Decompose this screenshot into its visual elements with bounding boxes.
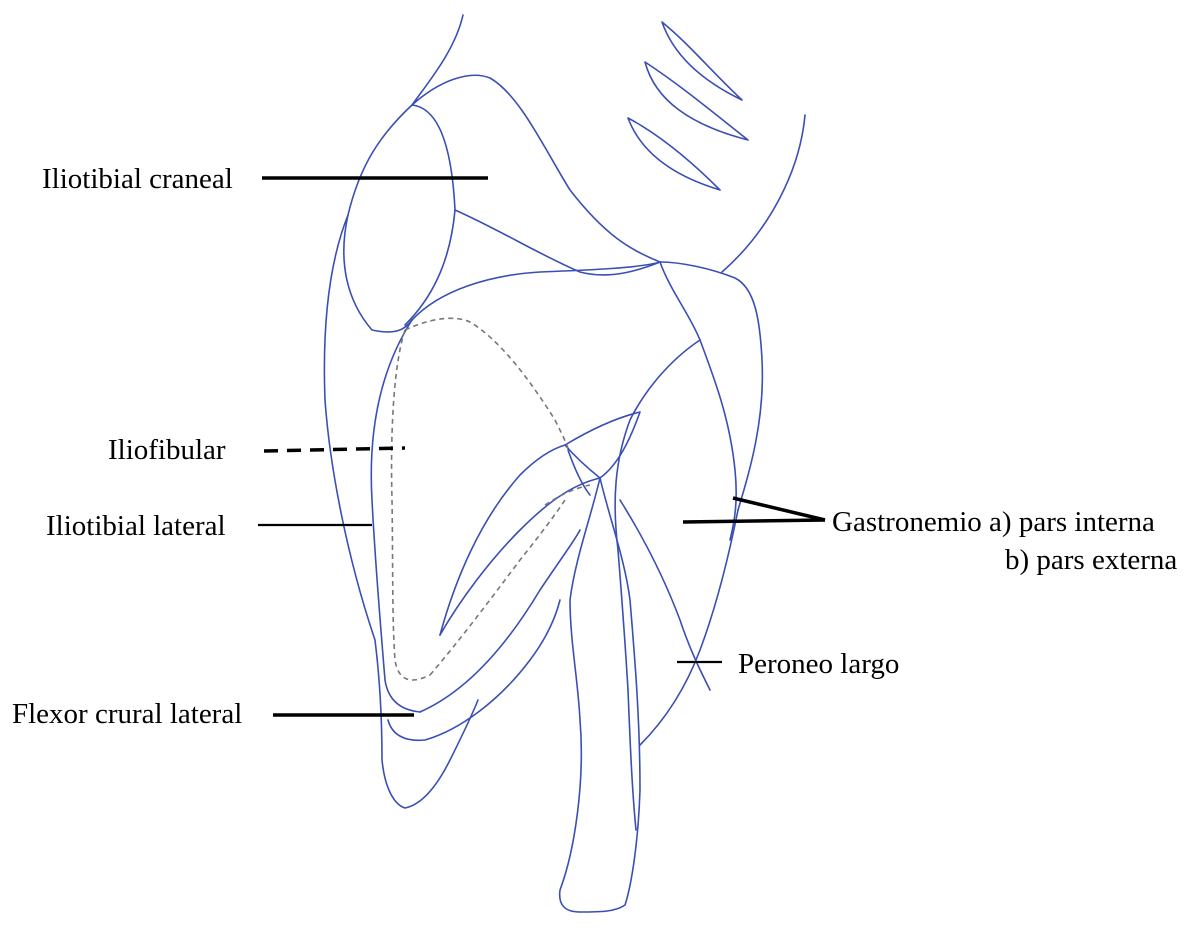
- iliofibular-hidden-lower: [430, 500, 565, 675]
- iliofibular-lens-upper: [440, 445, 565, 635]
- label-gastronemio-pars-interna: Gastronemio a) pars interna: [832, 506, 1155, 538]
- knee-inner-line: [660, 262, 700, 340]
- knee-joint-outline: [660, 262, 762, 510]
- tibia-shaft-left: [560, 478, 600, 912]
- label-flexor-crural-lateral: Flexor crural lateral: [12, 698, 242, 730]
- tibia-shaft-right: [580, 478, 640, 912]
- dorsal-contour: [722, 115, 805, 272]
- gastrocnemius-outer: [640, 510, 738, 745]
- label-gastronemio-pars-externa: b) pars externa: [1005, 544, 1177, 576]
- leader-gastronemio-a: [683, 520, 825, 522]
- label-iliotibial-lateral: Iliotibial lateral: [46, 510, 226, 542]
- label-iliotibial-craneal: Iliotibial craneal: [42, 163, 233, 195]
- iliofibular-hidden-outline: [405, 318, 568, 448]
- rib-1: [662, 22, 742, 100]
- gastrocnemius-split: [700, 340, 736, 540]
- muscle-outlines: [324, 15, 805, 912]
- leader-gastronemio-b: [733, 498, 825, 520]
- gastrocnemius-outline: [615, 340, 700, 690]
- iliotibial-lateral-outline: [412, 262, 660, 320]
- flexor-crural-band-lower: [388, 600, 560, 740]
- lower-leg-contour: [628, 690, 636, 830]
- iliofibular-lens-lower: [440, 478, 600, 635]
- thigh-outer-contour: [324, 215, 478, 808]
- body-contour-upper: [412, 15, 463, 105]
- rib-2: [645, 62, 748, 140]
- hidden-muscle-edges: [392, 318, 590, 680]
- iliotibial-craneal-outline: [344, 105, 412, 332]
- iliofibular-hidden-left: [392, 330, 430, 680]
- iliotibial-craneal-inner: [405, 105, 455, 325]
- rib-3: [628, 118, 720, 190]
- pelvis-upper-edge: [412, 75, 660, 262]
- leader-iliofibular: [264, 448, 405, 451]
- label-iliofibular: Iliofibular: [108, 434, 226, 466]
- pelvis-lower-edge: [455, 210, 660, 275]
- leader-lines: [258, 178, 825, 715]
- label-peroneo-largo: Peroneo largo: [738, 648, 899, 680]
